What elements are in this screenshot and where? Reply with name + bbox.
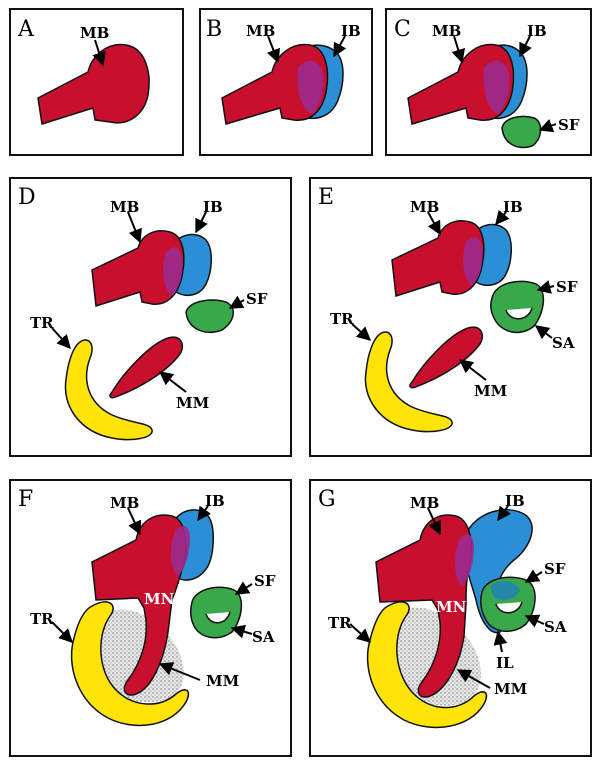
label-ib: IB [527,22,547,40]
label-mb: MB [110,198,139,216]
label-mm: MM [474,382,507,400]
label-tr: TR [330,310,354,328]
label-ib: IB [503,198,523,216]
label-sa: SA [552,334,575,352]
label-mm: MM [206,672,239,690]
panel-f-letter: F [18,487,33,512]
panel-e-letter: E [318,185,334,210]
panel-d: D MB IB SF TR MM [10,178,291,456]
panel-g: G MB IB SF SA IL TR MM MN [310,480,591,756]
label-sf: SF [556,278,578,296]
label-mn: MN [436,598,467,616]
label-mm: MM [176,394,209,412]
label-sf: SF [558,116,580,134]
label-mb: MB [80,24,109,42]
panel-d-letter: D [18,185,36,210]
label-mb: MB [410,494,439,512]
label-ib: IB [203,198,223,216]
panel-e: E MB IB SF SA TR MM [310,178,591,456]
label-tr: TR [30,610,54,628]
label-ib: IB [505,492,525,510]
sf-green-shape [191,587,242,637]
panel-c: C MB IB SF [386,9,591,155]
panel-a: A MB [10,9,183,155]
label-sf: SF [254,572,276,590]
label-mb: MB [110,494,139,512]
panel-a-letter: A [17,17,35,42]
label-mm: MM [494,680,527,698]
panel-c-letter: C [394,17,411,42]
label-sa: SA [252,628,275,646]
label-tr: TR [328,614,352,632]
label-mb: MB [246,22,275,40]
panel-b-letter: B [206,17,222,42]
panel-b: B MB IB [200,9,372,155]
sf-green-shape [186,300,233,332]
panel-g-letter: G [318,487,336,512]
label-mb: MB [410,198,439,216]
label-tr: TR [30,314,54,332]
label-mn: MN [144,590,175,608]
panel-f: F MB IB SF SA TR MM MN [10,480,291,756]
label-ib: IB [205,492,225,510]
label-sf: SF [246,290,268,308]
label-il: IL [496,654,514,672]
label-sa: SA [544,618,567,636]
sf-green-shape [491,281,544,332]
label-mb: MB [432,22,461,40]
label-sf: SF [544,560,566,578]
label-ib: IB [341,22,361,40]
